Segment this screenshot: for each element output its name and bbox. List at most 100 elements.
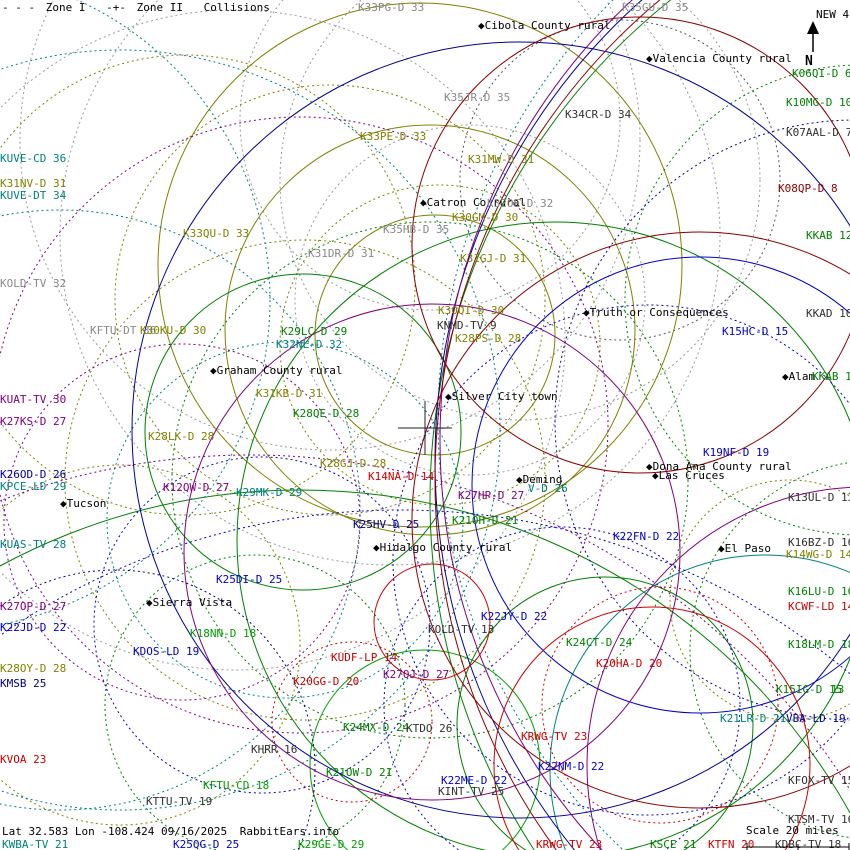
station-label[interactable]: K14NA-D 14 [368,470,435,483]
station-label[interactable]: K35JR-D 35 [444,91,511,104]
station-label[interactable]: K21OH-D 21 [452,514,519,527]
station-label[interactable]: KKAB 12 [806,229,850,242]
station-label[interactable]: KVOA 23 [0,753,47,766]
station-label[interactable]: K29GE-D 29 [298,838,365,850]
station-label[interactable]: K15IG-D 15 [776,683,843,696]
station-label[interactable]: KUVE-CD 36 [0,152,67,165]
coverage-contour [471,256,850,714]
station-label[interactable]: K31DR-D 31 [308,247,375,260]
station-label[interactable]: K14WG-D 14 [786,548,850,561]
station-label[interactable]: KHRR 16 [251,743,298,756]
station-label[interactable]: KTFN 20 [708,838,755,850]
station-label[interactable]: KWBA-TV 21 [2,838,69,850]
place-label: ◆El Paso [718,542,771,555]
station-label[interactable]: K06QI-D 6 [792,67,850,80]
station-label[interactable]: K30GM-D 30 [452,211,519,224]
station-label[interactable]: K19NF-D 19 [703,446,770,459]
station-label[interactable]: K25HV-D 25 [353,518,420,531]
station-label[interactable]: KCWF-LD 14 [788,600,850,613]
station-label[interactable]: K15HC-D 15 [722,325,789,338]
place-label: ◆Catron Co rural [420,196,526,209]
station-label[interactable]: K13UL-D 13 [788,491,850,504]
rabbitears-link[interactable]: RabbitEars.info [239,825,340,838]
station-label[interactable]: KFTU-CD 18 [203,779,270,792]
place-label: ◆Hidalgo County rural [373,541,513,554]
station-label[interactable]: K22FN-D 22 [613,530,680,543]
station-label[interactable]: K22ME-D 22 [441,774,508,787]
station-label[interactable]: K18LM-D 18 [788,638,850,651]
station-label[interactable]: KMSB 25 [0,677,47,690]
station-label[interactable]: KNMD-TV 9 [437,319,497,332]
station-label[interactable]: K35GU-D 35 [622,1,689,14]
station-label[interactable]: V-D 26 [528,482,568,495]
station-label[interactable]: K33PG-D 33 [358,1,425,14]
station-label[interactable]: NEW 4 [816,8,850,21]
station-label[interactable]: K33QU-D 33 [183,227,250,240]
station-label[interactable]: K27OP-D 27 [0,600,67,613]
station-label[interactable]: K27KS-D 27 [0,415,67,428]
station-label[interactable]: KPCE-LD 29 [0,480,67,493]
station-label[interactable]: KDOS-LD 19 [133,645,200,658]
station-label[interactable]: K21LR-D 21 [720,712,787,725]
station-label[interactable]: KRWG-TV 23 [536,838,603,850]
station-label[interactable]: K22NM-D 22 [538,760,605,773]
station-label[interactable]: K12QW-D 27 [163,481,230,494]
station-label[interactable]: K25DI-D 25 [216,573,283,586]
station-label[interactable]: K22JY-D 22 [481,610,548,623]
station-label[interactable]: KTTU-TV 19 [146,795,213,808]
station-label[interactable]: K34CR-D 34 [565,108,632,121]
station-label[interactable]: KTDO 26 [406,722,453,735]
station-label[interactable]: KUVE-DT 34 [0,189,67,202]
station-label[interactable]: KUDF-LP 14 [331,651,398,664]
station-label[interactable]: K32OE-D 32 [487,197,554,210]
station-label[interactable]: KOLD-TV 13 [428,623,495,636]
station-label[interactable]: VBA-LD 19 [786,712,846,725]
station-label[interactable]: K32NL-D 32 [276,338,343,351]
station-label[interactable]: K24CT-D 24 [566,636,633,649]
station-label[interactable]: K27HP-D 27 [458,489,525,502]
station-label[interactable]: K30QI-D 30 [438,304,505,317]
station-label[interactable]: K18NN-D 18 [190,627,257,640]
station-label[interactable]: K30KU-D 30 [140,324,207,337]
station-label[interactable]: K26OD-D 26 [0,468,67,481]
station-label[interactable]: KUAS-TV 28 [0,538,67,551]
station-label[interactable]: K31GJ-D 31 [460,252,527,265]
station-label[interactable]: K29MK-D 29 [236,486,303,499]
station-label[interactable]: K22JD-D 22 [0,621,67,634]
station-label[interactable]: KRWG-TV 23 [521,730,588,743]
station-label[interactable]: K28QE-D 28 [293,407,360,420]
station-label[interactable]: K31MW-D 31 [468,153,535,166]
station-label[interactable]: K27OJ-D 27 [383,668,450,681]
station-label[interactable]: K20GG-D 20 [293,675,360,688]
station-label[interactable]: K28GJ-D 28 [320,457,387,470]
station-label[interactable]: KDBC-TV 18 [775,838,842,850]
station-label[interactable]: K31KB-D 31 [256,387,323,400]
station-label[interactable]: K21OW-D 21 [326,766,393,779]
station-label[interactable]: K31NV-D 31 [0,177,67,190]
station-label[interactable]: K08QP-D 8 [778,182,838,195]
station-label[interactable]: KFTU-DT 36 [90,324,157,337]
station-label[interactable]: K33PE-D 33 [360,130,427,143]
station-label[interactable]: K10MG-D 10 [786,96,850,109]
station-label[interactable]: K20HA-D 20 [596,657,663,670]
station-label[interactable]: 13 [831,683,845,696]
station-label[interactable]: KFOX-TV 15 [788,774,850,787]
station-label[interactable]: KTSM-TV 16 [788,813,850,826]
station-label[interactable]: KKAD 10 [806,307,850,320]
station-label[interactable]: K16BZ-D 16 [788,536,850,549]
station-label[interactable]: KSCE 21 [650,838,697,850]
coverage-contour [459,19,781,341]
station-label[interactable]: KUAT-TV 30 [0,393,67,406]
station-label[interactable]: KOLD-TV 32 [0,277,67,290]
station-label[interactable]: K16LU-D 16 [788,585,850,598]
station-label[interactable]: K35HB-D 35 [383,223,450,236]
station-label[interactable]: K07AAL-D 7 [786,126,850,139]
station-label[interactable]: K24MX-D 24 [343,721,410,734]
station-label[interactable]: K29LC-D 29 [281,325,348,338]
station-label[interactable]: KINT-TV 25 [438,785,505,798]
station-label[interactable]: K25QG-D 25 [173,838,240,850]
station-label[interactable]: K28LK-D 28 [148,430,215,443]
station-label[interactable]: K28PS-D 28 [455,332,522,345]
station-label[interactable]: KKAB 12 [812,370,850,383]
station-label[interactable]: K28OY-D 28 [0,662,67,675]
